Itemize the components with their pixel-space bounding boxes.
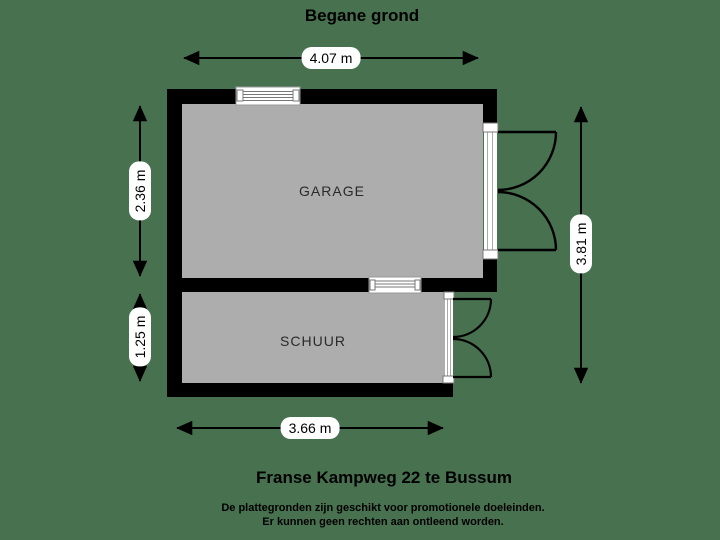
left-wall: [167, 89, 182, 397]
page-title: Begane grond: [304, 6, 420, 25]
room-label-schuur: SCHUUR: [280, 333, 346, 349]
schuur-door: [442, 291, 493, 384]
middle-window: [368, 276, 422, 294]
middle-wall: [167, 278, 497, 292]
dimension-label-schuur-height: 1.25 m: [129, 307, 151, 367]
garage-floor: [182, 104, 483, 278]
garage-right-wall-upper: [483, 89, 497, 124]
address-line: Franse Kampweg 22 te Bussum: [255, 468, 513, 487]
disclaimer-line-1: De plattegronden zijn geschikt voor prom…: [221, 502, 545, 514]
bottom-wall: [167, 383, 453, 397]
schuur-floor: [182, 292, 445, 383]
dimension-label-garage-height: 2.36 m: [129, 161, 151, 221]
room-label-garage: GARAGE: [299, 183, 365, 199]
dimension-label-total-height: 3.81 m: [570, 214, 592, 274]
dimension-label-bottom-width: 3.66 m: [280, 417, 340, 439]
dimension-label-top-width: 4.07 m: [301, 47, 361, 69]
garage-window: [235, 86, 301, 106]
disclaimer-line-2: Er kunnen geen rechten aan ontleend word…: [262, 516, 504, 528]
garage-door: [482, 122, 558, 260]
garage-right-wall-lower: [483, 258, 497, 292]
top-wall: [167, 89, 497, 104]
